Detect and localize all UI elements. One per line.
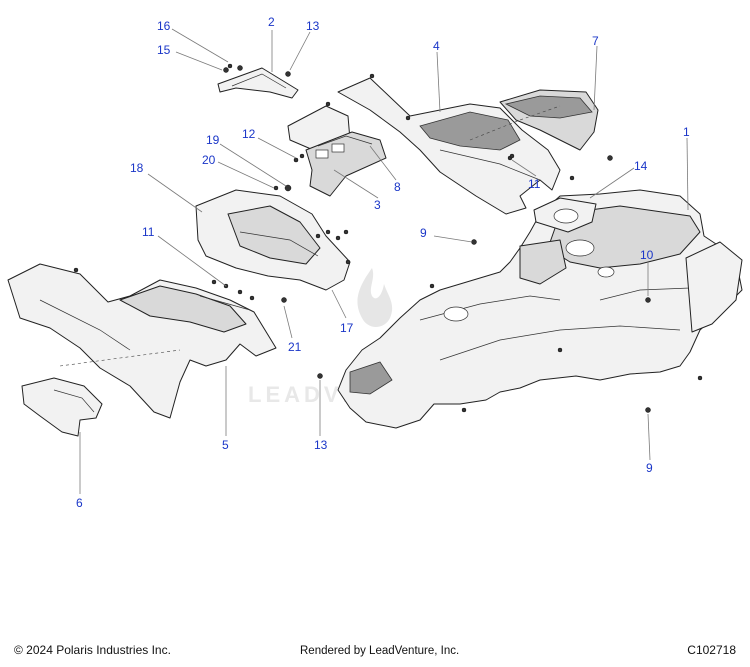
callout-7: 7: [592, 34, 599, 48]
part-2-bracket: [217, 65, 299, 99]
callout-8: 8: [394, 180, 401, 194]
callout-17: 17: [340, 321, 354, 335]
leader-lines: [79, 28, 689, 494]
callout-14: 14: [634, 159, 648, 173]
copyright-text: © 2024 Polaris Industries Inc.: [14, 643, 171, 657]
callout-labels: 16 2 13 15 4 7 1 12 19 20 8 3 11 14 18 1…: [76, 15, 690, 510]
callout-13-top: 13: [306, 19, 320, 33]
callout-3: 3: [374, 198, 381, 212]
callout-1: 1: [683, 125, 690, 139]
part-18-side-panel: [195, 185, 351, 303]
callout-19: 19: [206, 133, 220, 147]
part-1-front-fender: [337, 189, 743, 429]
part-4-front-panel: [337, 73, 561, 215]
callout-13-bottom: 13: [314, 438, 328, 452]
part-6-lower-cover: [21, 377, 103, 437]
callout-9-bottom: 9: [646, 461, 653, 475]
part-5-rear-panel: [7, 263, 277, 419]
callout-6: 6: [76, 496, 83, 510]
callout-11-left: 11: [142, 225, 155, 239]
fasteners: [227, 63, 651, 413]
callout-16: 16: [157, 19, 171, 33]
callout-2: 2: [268, 15, 275, 29]
callout-11-right: 11: [528, 177, 541, 191]
callout-15: 15: [157, 43, 171, 57]
part-14-plate: [533, 197, 597, 233]
rendered-by-text: Rendered by LeadVenture, Inc.: [300, 645, 460, 657]
callout-5: 5: [222, 438, 229, 452]
callout-10: 10: [640, 248, 654, 262]
callout-20: 20: [202, 153, 216, 167]
callout-9-top: 9: [420, 226, 427, 240]
callout-4: 4: [433, 39, 440, 53]
diagram-code: C102718: [687, 643, 736, 657]
part-3-bracket: [287, 101, 387, 197]
callout-18: 18: [130, 161, 144, 175]
callout-21: 21: [288, 340, 302, 354]
callout-12: 12: [242, 127, 256, 141]
part-7-shield: [469, 89, 599, 151]
